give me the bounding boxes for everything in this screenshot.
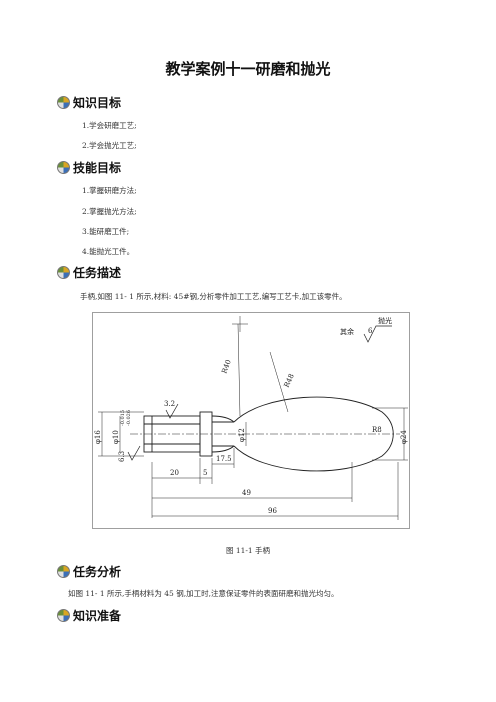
radius-r48-label: R48 <box>283 373 296 389</box>
diameter-16-label: φ16 <box>94 430 102 444</box>
globe-bullet-icon <box>57 160 70 174</box>
section-heading-knowledge-goals: 知识目标 <box>57 93 121 111</box>
paragraph: 如图 11- 1 所示,手柄材料为 45 钢,加工时,注意保证零件的表面研磨和抛… <box>68 589 339 598</box>
globe-bullet-icon <box>57 564 70 578</box>
list-item: 3.能研磨工件; <box>82 227 130 236</box>
diameter-10-label: φ10 <box>112 430 120 444</box>
globe-bullet-icon <box>57 265 70 279</box>
roughness-rest-label: 其余 <box>340 327 354 336</box>
section-heading-task-description: 任务描述 <box>57 263 121 281</box>
heading-text: 任务分析 <box>73 564 122 579</box>
heading-text: 知识目标 <box>73 95 122 110</box>
radius-r40-label: R40 <box>220 359 232 375</box>
length-5-label: 5 <box>203 469 207 477</box>
radius-r8-label: R8 <box>372 426 382 434</box>
paragraph: 手柄,如图 11- 1 所示,材料: 45#钢,分析零件加工工艺,编写工艺卡,加… <box>80 292 347 301</box>
heading-text: 技能目标 <box>73 160 122 175</box>
globe-bullet-icon <box>57 608 70 622</box>
polish-label: 抛光 <box>378 316 392 325</box>
heading-text: 任务描述 <box>73 265 122 280</box>
length-20-label: 20 <box>170 469 179 477</box>
page-title: 教学案例十一研磨和抛光 <box>165 60 331 78</box>
section-heading-task-analysis: 任务分析 <box>57 562 121 580</box>
length-96-label: 96 <box>268 507 277 515</box>
tolerance-upper: -0.015 <box>120 410 126 426</box>
roughness-rest-value: 6 <box>368 327 373 335</box>
diameter-12-label: φ12 <box>238 428 246 442</box>
heading-text: 知识准备 <box>73 608 122 623</box>
globe-bullet-icon <box>57 95 70 109</box>
handle-technical-drawing: 其余 6 抛光 R40 R48 R8 φ16 φ10 -0.015 -0.026… <box>92 312 410 529</box>
list-item: 1.学会研磨工艺; <box>82 121 137 130</box>
list-item: 1.掌握研磨方法; <box>82 186 137 195</box>
figure-caption: 图 11-1 手柄 <box>225 546 271 555</box>
section-heading-skill-goals: 技能目标 <box>57 158 121 176</box>
section-heading-knowledge-prep: 知识准备 <box>57 606 121 624</box>
tolerance-lower: -0.026 <box>126 410 132 426</box>
roughness-value-2: 6.3 <box>118 451 126 462</box>
length-49-label: 49 <box>242 489 251 497</box>
roughness-value: 3.2 <box>164 400 175 408</box>
list-item: 4.能抛光工件。 <box>82 247 135 256</box>
list-item: 2.学会抛光工艺; <box>82 141 137 150</box>
length-17-5-label: 17.5 <box>216 455 232 463</box>
list-item: 2.掌握抛光方法; <box>82 207 137 216</box>
diameter-24-label: φ24 <box>400 430 408 444</box>
